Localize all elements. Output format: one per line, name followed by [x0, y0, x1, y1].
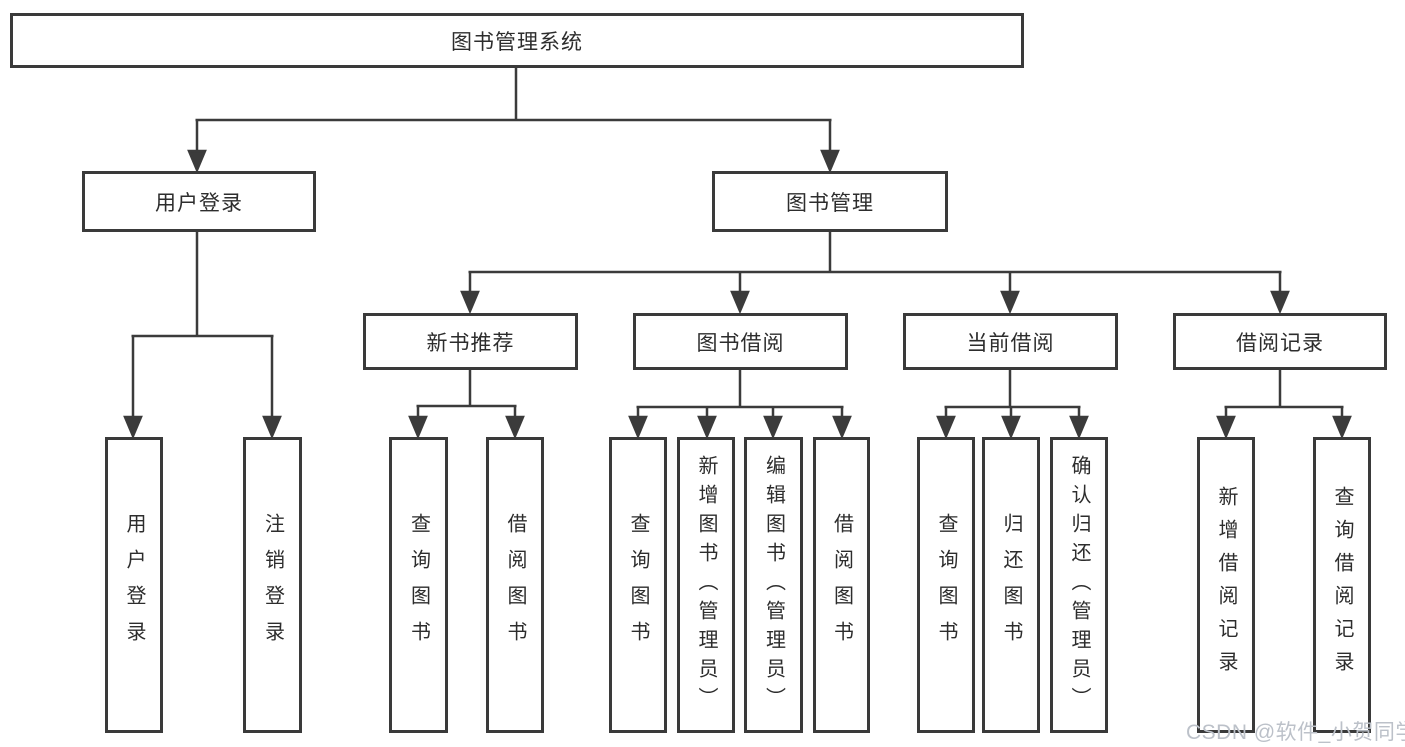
node-label: 借阅图书	[830, 513, 853, 657]
node-borrow-records: 借阅记录	[1173, 313, 1387, 370]
arrowhead	[1000, 290, 1020, 315]
node-label: 图书借阅	[696, 331, 785, 355]
leaf-query-books-current: 查询图书	[917, 437, 975, 733]
leaf-edit-books-admin: 编辑图书（管理员）	[744, 437, 803, 733]
arrowhead	[1001, 415, 1021, 440]
node-label: 查询借阅记录	[1331, 486, 1353, 684]
node-book-management-branch: 图书管理	[712, 171, 948, 232]
arrowhead	[505, 415, 525, 440]
node-label: 用户登录	[123, 513, 145, 657]
arrowhead	[820, 149, 840, 174]
leaf-user-login: 用户登录	[105, 437, 163, 733]
csdn-watermark: CSDN @软件_小贺同学	[1186, 721, 1405, 744]
node-label: 注销登录	[261, 513, 284, 657]
arrowhead	[697, 415, 717, 440]
leaf-return-books: 归还图书	[982, 437, 1040, 733]
leaf-query-borrow-record: 查询借阅记录	[1313, 437, 1371, 733]
arrowhead	[460, 290, 480, 315]
node-current-borrowing: 当前借阅	[903, 313, 1118, 370]
leaf-query-books-borrowing: 查询图书	[609, 437, 667, 733]
arrowhead	[730, 290, 750, 315]
node-label: 编辑图书（管理员）	[762, 454, 785, 716]
node-label: 新增图书（管理员）	[695, 454, 717, 716]
leaf-borrow-books-borrowing: 借阅图书	[813, 437, 870, 733]
leaf-add-borrow-record: 新增借阅记录	[1197, 437, 1255, 733]
node-label: 确认归还（管理员）	[1068, 454, 1090, 716]
node-label: 借阅图书	[504, 513, 526, 657]
node-label: 归还图书	[1000, 513, 1022, 657]
arrowhead	[1216, 415, 1236, 440]
node-new-book-recommend: 新书推荐	[363, 313, 578, 370]
node-book-borrowing: 图书借阅	[633, 313, 848, 370]
node-label: 新书推荐	[426, 331, 515, 355]
arrowhead	[1069, 415, 1089, 440]
node-label: 借阅记录	[1236, 331, 1324, 355]
leaf-query-books-recommend: 查询图书	[389, 437, 448, 733]
node-label: 查询图书	[627, 513, 649, 657]
node-label: 查询图书	[407, 513, 430, 657]
node-label: 图书管理	[786, 191, 874, 215]
leaf-borrow-books-recommend: 借阅图书	[486, 437, 544, 733]
arrowhead	[262, 415, 282, 440]
leaf-add-books-admin: 新增图书（管理员）	[677, 437, 735, 733]
arrowhead	[763, 415, 783, 440]
node-label: 图书管理系统	[451, 30, 583, 54]
node-label: 当前借阅	[966, 331, 1055, 355]
arrowhead	[1332, 415, 1352, 440]
leaf-logout: 注销登录	[243, 437, 302, 733]
node-user-login-branch: 用户登录	[82, 171, 316, 232]
node-library-management-system: 图书管理系统	[10, 13, 1024, 68]
arrowhead	[1270, 290, 1290, 315]
arrowhead	[187, 149, 207, 174]
node-label: 新增借阅记录	[1215, 486, 1237, 684]
arrowhead	[628, 415, 648, 440]
arrowhead	[832, 415, 852, 440]
node-label: 用户登录	[155, 191, 243, 215]
node-label: 查询图书	[935, 513, 957, 657]
arrowhead	[123, 415, 143, 440]
arrowhead	[936, 415, 956, 440]
arrowhead	[408, 415, 428, 440]
leaf-confirm-return-admin: 确认归还（管理员）	[1050, 437, 1108, 733]
